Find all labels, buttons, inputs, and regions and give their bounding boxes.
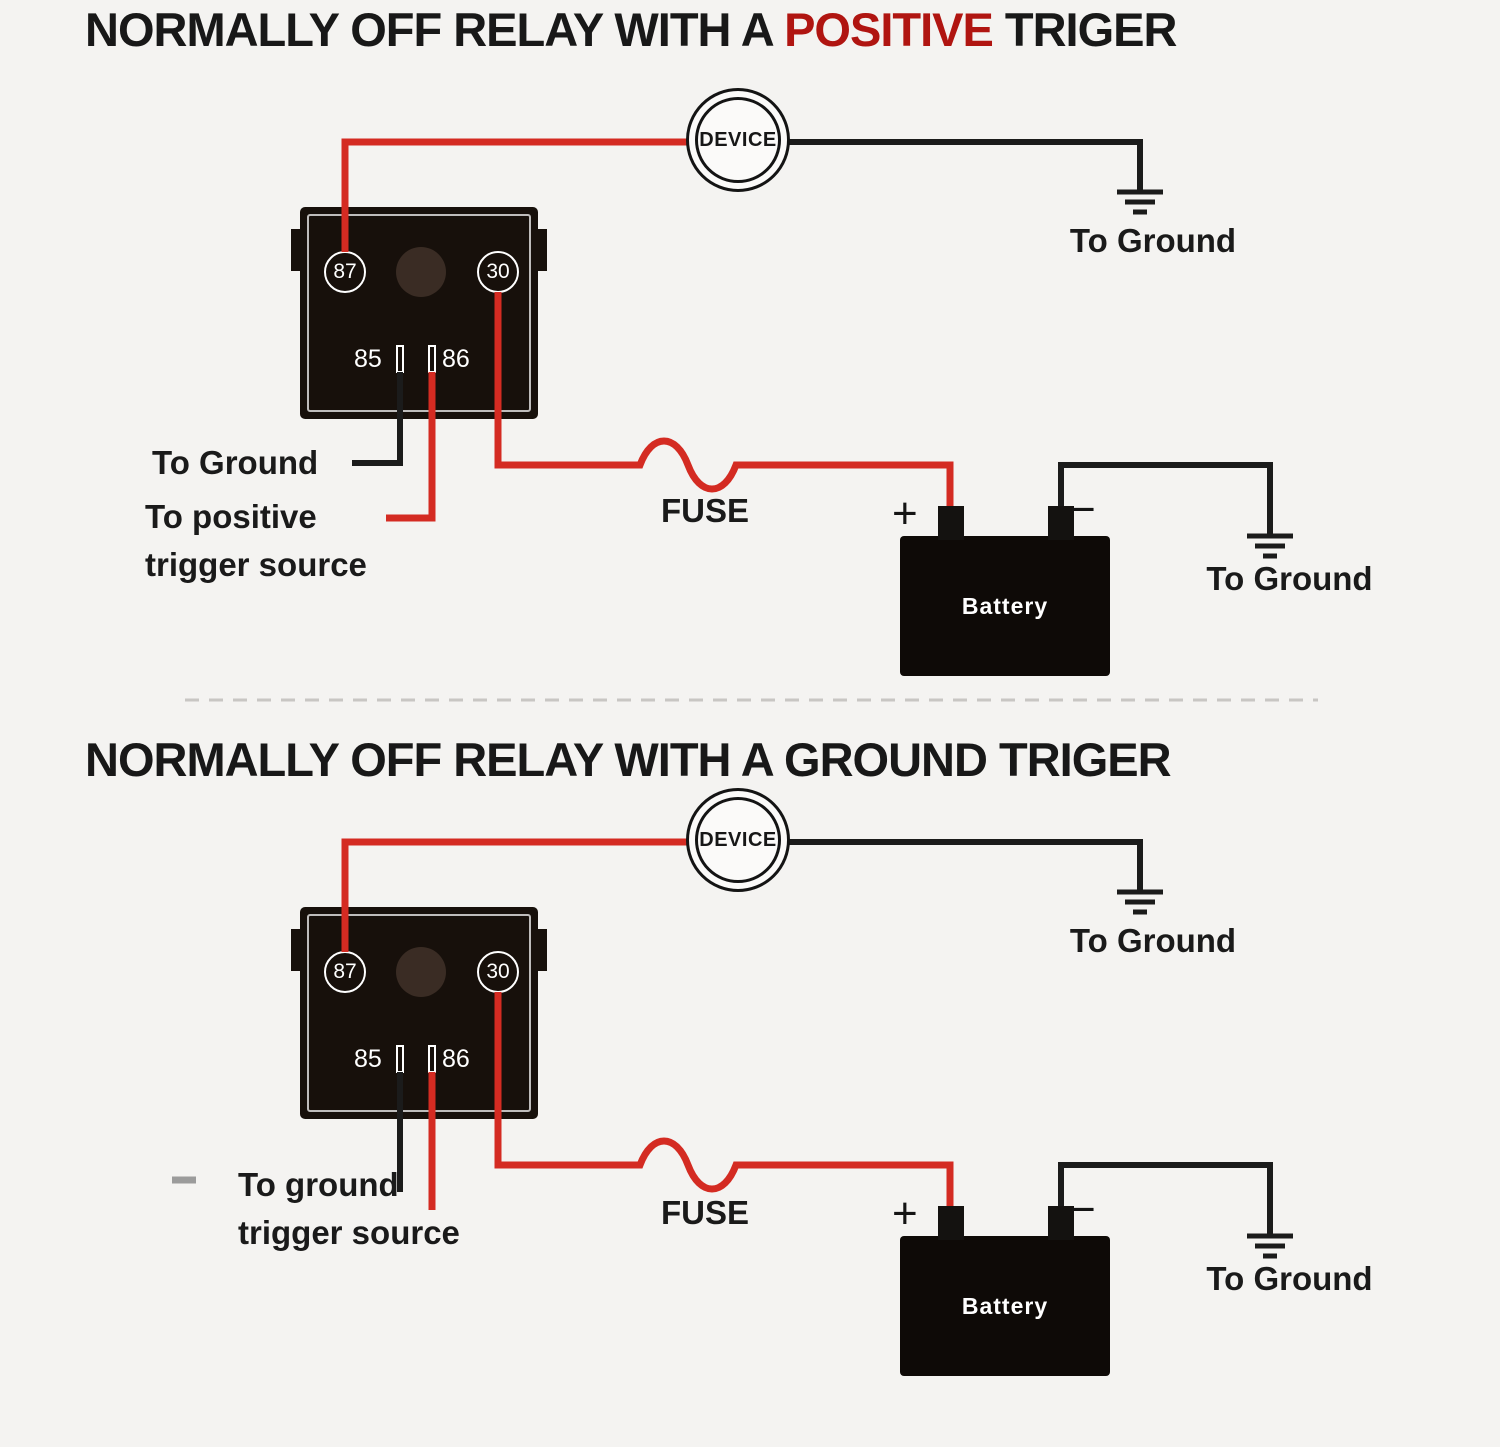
device-ground-label: To Ground <box>1069 222 1237 259</box>
battery-post-positive <box>938 1206 964 1240</box>
battery-label: Battery <box>961 1292 1049 1319</box>
device-node: DEVICE <box>686 788 790 892</box>
battery: Battery <box>900 1236 1110 1376</box>
ground-symbol-device <box>1117 189 1163 215</box>
relay-tab-left <box>291 229 303 271</box>
ground-symbol-device <box>1117 889 1163 915</box>
device-node: DEVICE <box>686 88 790 192</box>
battery: Battery <box>900 536 1110 676</box>
relay-coil-icon <box>396 947 446 997</box>
wire-relay30-fuse-battery <box>494 292 954 514</box>
relay: 87 30 85 86 <box>291 207 547 419</box>
relay-pin-85: 85 <box>354 345 382 373</box>
trigger-label-line1: To positive <box>145 498 317 535</box>
wire-device-to-ground <box>787 839 1143 892</box>
battery-plus-sign: + <box>892 489 918 538</box>
relay-slot-icon <box>396 345 404 373</box>
battery-ground-label: To Ground <box>1206 560 1373 597</box>
trigger-label-line2: trigger source <box>145 546 367 583</box>
trigger-label-line2: trigger source <box>238 1214 460 1251</box>
relay-frame <box>307 214 531 412</box>
relay-pin-87: 87 <box>324 251 366 293</box>
device-ground-label: To Ground <box>1069 922 1237 959</box>
relay-slot-icon <box>428 345 436 373</box>
battery-post-positive <box>938 506 964 540</box>
relay-pin-86: 86 <box>442 1045 470 1073</box>
title-text: NORMALLY OFF RELAY WITH A GROUND TRIGER <box>85 733 1172 786</box>
relay-tab-right <box>535 229 547 271</box>
relay-pin-86: 86 <box>442 345 470 373</box>
relay-slot-icon <box>428 1045 436 1073</box>
relay-pin-30: 30 <box>477 251 519 293</box>
relay-ground-label: To Ground <box>152 444 319 481</box>
trigger-label-line1: To ground <box>238 1166 399 1203</box>
battery-ground-label: To Ground <box>1206 1260 1373 1297</box>
relay-slot-icon <box>396 1045 404 1073</box>
relay-coil-icon <box>396 247 446 297</box>
relay-frame <box>307 914 531 1112</box>
fuse-label: FUSE <box>660 492 749 529</box>
title-positive-trigger: NORMALLY OFF RELAY WITH A POSITIVE TRIGE… <box>85 2 1178 57</box>
battery-plus-sign: + <box>892 1189 918 1238</box>
battery-minus-sign: − <box>1070 485 1096 534</box>
fuse-label: FUSE <box>660 1194 749 1231</box>
title-text-suffix: TRIGER <box>992 3 1178 56</box>
wire-device-to-ground <box>787 139 1143 192</box>
ground-symbol-battery <box>1247 1233 1293 1259</box>
relay-pin-30: 30 <box>477 951 519 993</box>
title-ground-trigger: NORMALLY OFF RELAY WITH A GROUND TRIGER <box>85 732 1172 787</box>
device-label: DEVICE <box>695 97 781 183</box>
relay-pin-85: 85 <box>354 1045 382 1073</box>
wire-relay30-fuse-battery <box>494 992 954 1214</box>
relay-pin-87: 87 <box>324 951 366 993</box>
ground-symbol-battery <box>1247 533 1293 559</box>
device-label: DEVICE <box>695 797 781 883</box>
battery-minus-sign: − <box>1070 1185 1096 1234</box>
title-text: NORMALLY OFF RELAY WITH A <box>85 3 785 56</box>
title-highlight: POSITIVE <box>784 3 994 56</box>
relay: 87 30 85 86 <box>291 907 547 1119</box>
battery-label: Battery <box>961 592 1049 619</box>
relay-tab-left <box>291 929 303 971</box>
relay-tab-right <box>535 929 547 971</box>
